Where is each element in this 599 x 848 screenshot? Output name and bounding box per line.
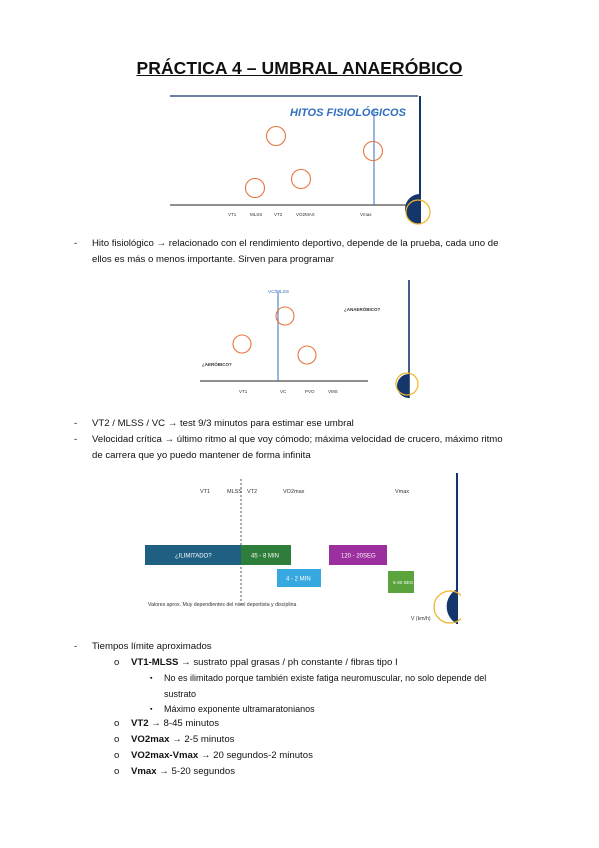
bullet-marker: - bbox=[74, 434, 78, 445]
slide1-heading: HITOS FISIOLÓGICOS bbox=[290, 106, 407, 119]
list-item-marker: o bbox=[114, 734, 120, 745]
list-item-text: → sustrato ppal grasas / ph constante / … bbox=[178, 657, 398, 668]
orange-circle-marker bbox=[297, 345, 317, 365]
orange-circle-marker bbox=[265, 125, 287, 147]
slide-velocidad-critica: VC/MLSS ¿ANAERÓBICO? ¿AERÓBICO? VT1 VC P… bbox=[198, 280, 422, 400]
slide1-label-vo2max: VO2MAX bbox=[296, 212, 315, 217]
list-heading-text: Tiempos límite aproximados bbox=[92, 641, 212, 652]
slide3-label-vmax: Vmax bbox=[395, 489, 409, 495]
list-item-vt1-mlss: o VT1-MLSS → sustrato ppal grasas / ph c… bbox=[114, 655, 554, 671]
list-item-vmax: o Vmax → 5-20 segundos bbox=[114, 764, 554, 780]
sublist-text-line2: sustrato bbox=[164, 688, 197, 699]
slide2-top-label: VC/MLSS bbox=[268, 289, 289, 295]
bullet-text-line2: de carrera que yo puedo mantener de form… bbox=[92, 450, 311, 461]
bullet-velocidad-critica: - Velocidad crítica → último ritmo al qu… bbox=[74, 432, 554, 464]
bar-vo2max-vmax bbox=[329, 545, 387, 565]
bar-vmax bbox=[388, 571, 414, 593]
list-item-title: VT2 bbox=[131, 718, 149, 729]
bullet-hito-fisiologico: - Hito fisiológico → relacionado con el … bbox=[74, 236, 554, 268]
orange-circle-marker bbox=[232, 334, 252, 354]
sublist-text: Máximo exponente ultramaratonianos bbox=[164, 704, 315, 714]
slide3-axis-label: V (km/h) bbox=[411, 616, 431, 622]
slide1-label-vt2: VT2 bbox=[274, 212, 283, 217]
list-heading-tiempos-limite: - Tiempos límite aproximados bbox=[74, 639, 554, 655]
slide2-label-pvo: PVO bbox=[305, 389, 315, 394]
slide3-label-vt1: VT1 bbox=[200, 489, 210, 495]
slide2-gold-ring bbox=[395, 372, 419, 396]
slide2-label-vt1: VT1 bbox=[239, 389, 248, 394]
slide1-navy-half-circle bbox=[405, 194, 420, 224]
slide1-label-mlss: MLSS bbox=[250, 212, 262, 217]
list-item-text: → 8-45 minutos bbox=[148, 718, 219, 729]
bar-vo2max bbox=[277, 569, 321, 587]
orange-circle-marker bbox=[362, 140, 384, 162]
slide3-label-vo2max: VO2max bbox=[283, 489, 305, 495]
sublist-text-line1: No es ilimitado porque también existe fa… bbox=[164, 673, 487, 683]
list-item-marker: o bbox=[114, 750, 120, 761]
list-item-text: → 2-5 minutos bbox=[169, 734, 235, 745]
orange-circle-marker bbox=[275, 306, 295, 326]
slide2-label-vms: VMS bbox=[328, 389, 338, 394]
list-item-vt2: o VT2 → 8-45 minutos bbox=[114, 716, 554, 732]
bullet-marker: - bbox=[74, 418, 78, 429]
list-item-marker: o bbox=[114, 766, 120, 777]
orange-circle-marker bbox=[290, 168, 312, 190]
list-item-vo2max-vmax: o VO2max-Vmax → 20 segundos-2 minutos bbox=[114, 748, 554, 764]
slide1-gold-ring bbox=[405, 199, 431, 225]
bullet-text-line2: ellos es más o menos importante. Sirven … bbox=[92, 254, 335, 265]
bar-unlimited bbox=[145, 545, 241, 565]
bar-vo2max-label: 4 - 2 MIN bbox=[286, 577, 311, 583]
slide3-note: Valores aprox. Muy dependientes del nive… bbox=[148, 602, 297, 608]
bullet-vt2-mlss-vc: - VT2 / MLSS / VC → test 9/3 minutos par… bbox=[74, 416, 554, 432]
list-item-title: VT1-MLSS bbox=[131, 657, 179, 668]
slide-velocidad-critica-graphic: VC/MLSS ¿ANAERÓBICO? ¿AERÓBICO? VT1 VC P… bbox=[200, 280, 419, 398]
bullet-text: VT2 / MLSS / VC → test 9/3 minutos para … bbox=[92, 418, 354, 429]
list-item-vo2max: o VO2max → 2-5 minutos bbox=[114, 732, 554, 748]
bullet-text-line1: Velocidad crítica → último ritmo al que … bbox=[92, 434, 503, 445]
bar-vo2max-vmax-label: 120 - 20SEG bbox=[341, 554, 376, 560]
slide3-label-vt2: VT2 bbox=[247, 489, 257, 495]
slide1-label-vmax: Vmax bbox=[360, 212, 372, 217]
sublist-item-fatiga: ▪ No es ilimitado porque también existe … bbox=[150, 671, 550, 702]
list-item-text: → 5-20 segundos bbox=[156, 766, 236, 777]
slide3-label-mlss: MLSS bbox=[227, 489, 242, 495]
slide3-gold-ring bbox=[433, 590, 461, 624]
slide-tiempos-limite: VT1 MLSS VT2 VO2max Vmax ¿ILIMITADO? 45 … bbox=[143, 473, 461, 626]
slide-tiempos-limite-graphic: VT1 MLSS VT2 VO2max Vmax ¿ILIMITADO? 45 … bbox=[145, 473, 461, 624]
page-title: PRÁCTICA 4 – UMBRAL ANAERÓBICO bbox=[136, 58, 463, 78]
slide3-navy-half-circle bbox=[446, 589, 457, 624]
list-item-title: VO2max bbox=[131, 734, 170, 745]
list-item-text: → 20 segundos-2 minutos bbox=[198, 750, 313, 761]
sublist-item-ultramaratonianos: ▪ Máximo exponente ultramaratonianos bbox=[150, 702, 550, 718]
slide2-left-label: ¿AERÓBICO? bbox=[202, 360, 232, 367]
slide-hitos-fisiologicos: HITOS FISIOLÓGICOS VT1 MLSS VT2 VO2MAX V… bbox=[168, 90, 432, 228]
list-item-title: VO2max-Vmax bbox=[131, 750, 199, 761]
bar-vmax-label: 5-20 SEG bbox=[393, 580, 414, 585]
bar-vt2-label: 45 - 8 MIN bbox=[251, 554, 279, 560]
bar-unlimited-label: ¿ILIMITADO? bbox=[175, 554, 212, 560]
orange-circle-marker bbox=[244, 177, 266, 199]
slide2-right-label: ¿ANAERÓBICO? bbox=[344, 305, 380, 312]
bullet-text-line1: Hito fisiológico → relacionado con el re… bbox=[92, 238, 499, 249]
bar-vt2 bbox=[241, 545, 291, 565]
bullet-marker: - bbox=[74, 238, 78, 249]
slide-hitos-graphic: HITOS FISIOLÓGICOS VT1 MLSS VT2 VO2MAX V… bbox=[170, 95, 431, 225]
sublist-marker: ▪ bbox=[150, 706, 153, 713]
slide1-label-vt1: VT1 bbox=[228, 212, 237, 217]
sublist-marker: ▪ bbox=[150, 675, 153, 682]
slide2-label-vc: VC bbox=[280, 389, 287, 394]
list-item-title: Vmax bbox=[131, 766, 157, 777]
bullet-marker: - bbox=[74, 641, 78, 652]
list-item-marker: o bbox=[114, 718, 120, 729]
list-item-marker: o bbox=[114, 657, 120, 668]
